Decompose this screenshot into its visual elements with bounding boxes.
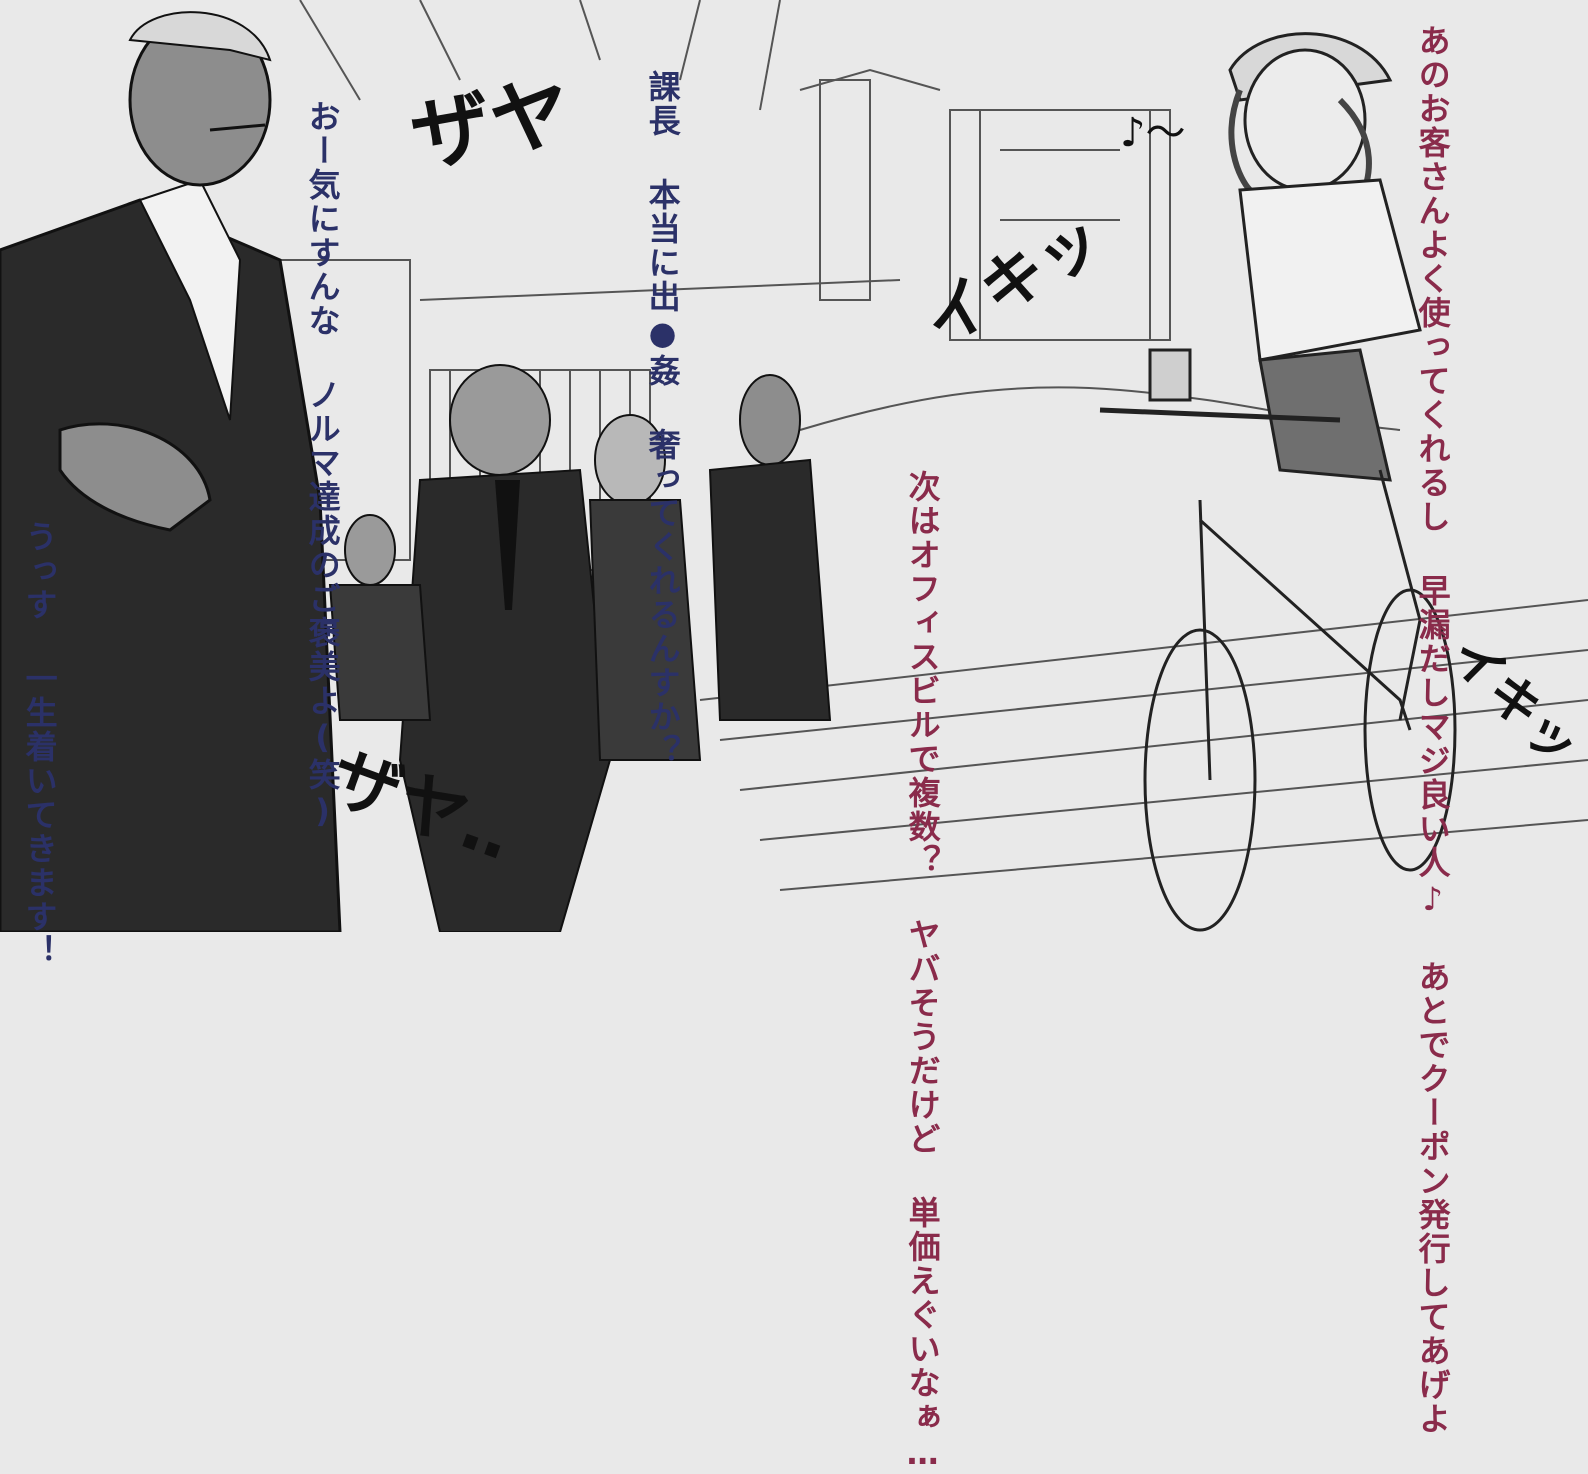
cyclist-thought-line-3: あとでクーポン発行してあげよ (1413, 960, 1452, 1436)
employee-question-line-2: 奢ってくれるんすか？ (643, 428, 682, 768)
boss-speech-line-1: おー気にすんな (303, 100, 342, 338)
cyclist-figure (1099, 32, 1457, 932)
cyclist-next-line-1: 次はオフィスビルで複数？ (903, 470, 942, 878)
employee-reply-line-1: うっす (20, 520, 59, 622)
street-background (699, 68, 1588, 891)
employee-reply-line-2: 一生着いてきます！ (20, 662, 59, 968)
cyclist-thought-line-2: 早漏だしマジ良い人♪ (1413, 574, 1452, 920)
cyclist-next-speech: 次はオフィスビルで複数？ ヤバそうだけど 単価えぐいなぁ… (903, 470, 942, 1474)
cyclist-next-line-2: ヤバそうだけど (903, 918, 942, 1156)
employee-question-line-1: 課長 本当に出●姦 (643, 70, 682, 388)
cyclist-next-line-3: 単価えぐいなぁ… (903, 1196, 942, 1474)
boss-figure (0, 11, 342, 932)
boss-speech-line-2: ノルマ達成のご褒美よ(笑) (303, 378, 342, 832)
boss-speech: おー気にすんな ノルマ達成のご褒美よ(笑) (303, 100, 342, 832)
coworkers-group (328, 364, 832, 932)
music-note-icon: ♪〜 (1120, 110, 1186, 156)
employee-question-speech: 課長 本当に出●姦 奢ってくれるんすか？ (643, 70, 682, 768)
employee-reply-speech: うっす 一生着いてきます！ (20, 520, 59, 968)
cyclist-thought-speech: あのお客さんよく使ってくれるし 早漏だしマジ良い人♪ あとでクーポン発行してあげ… (1413, 24, 1452, 1436)
manga-illustration (0, 0, 1588, 932)
cyclist-thought-line-1: あのお客さんよく使ってくれるし (1413, 24, 1452, 534)
